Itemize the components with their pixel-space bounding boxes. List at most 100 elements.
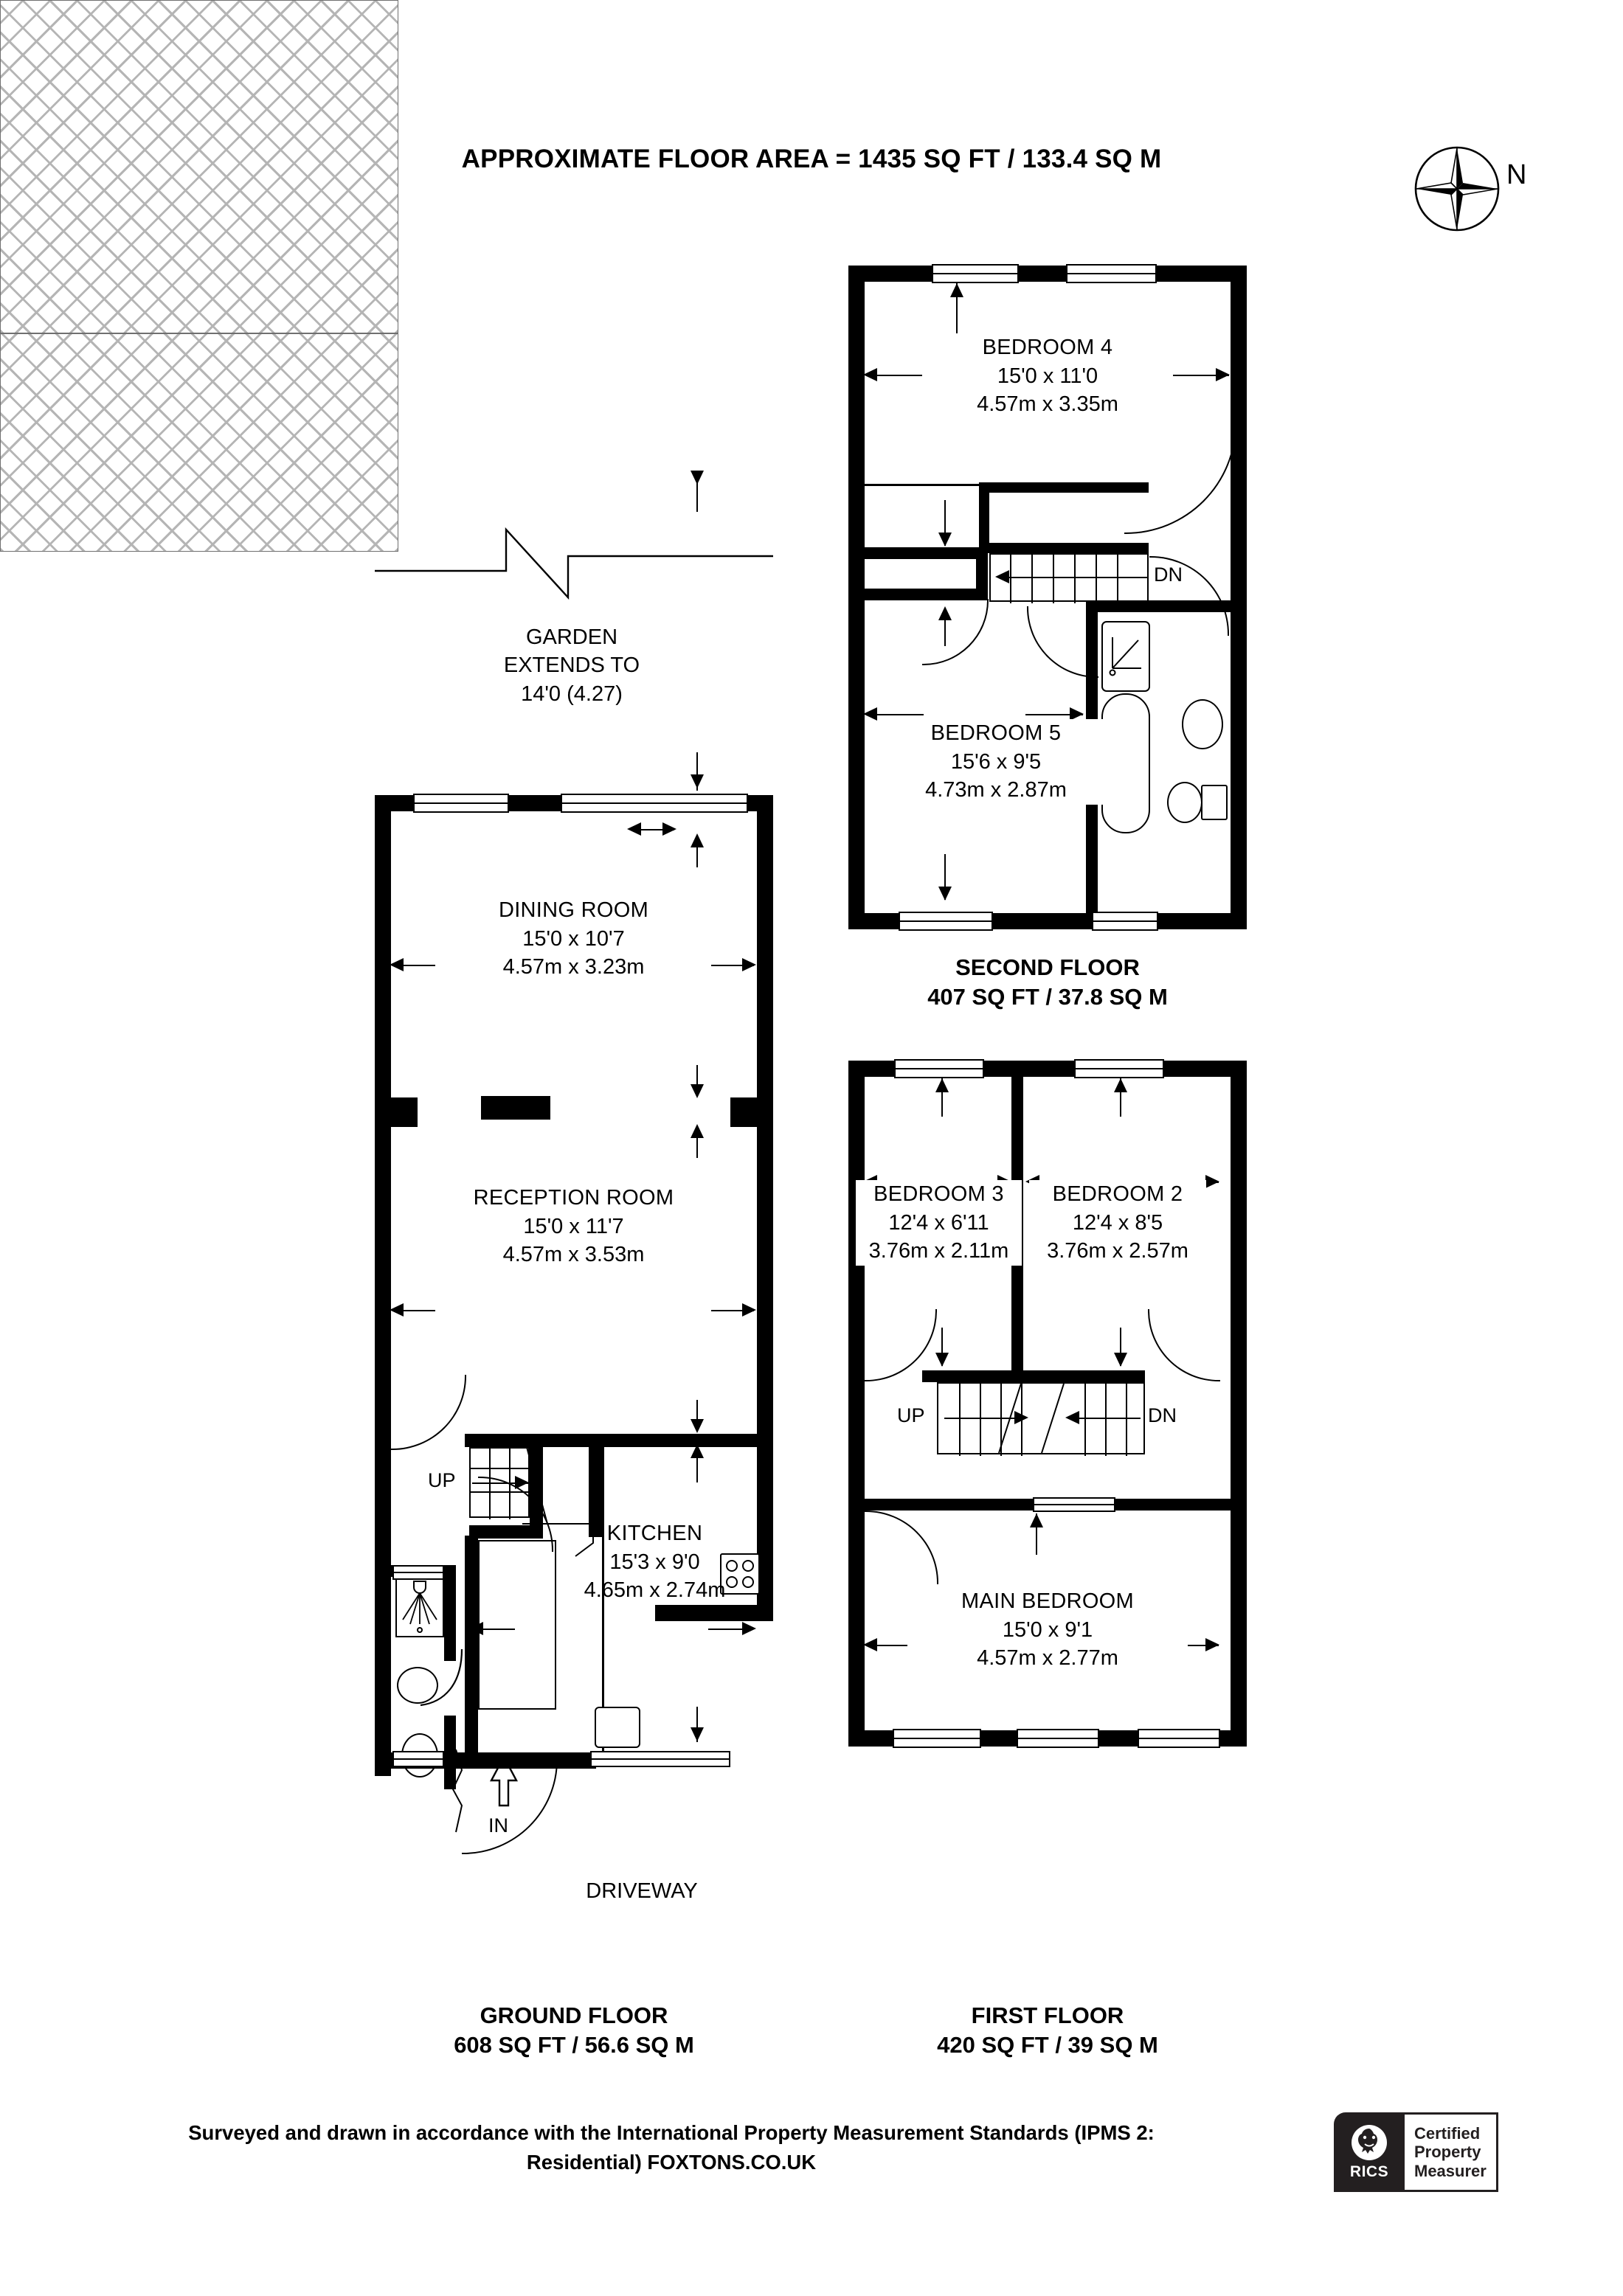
dimension-line (696, 1447, 698, 1482)
arrow-icon (1114, 1078, 1127, 1092)
window (899, 912, 993, 931)
basin-fixture (1182, 699, 1223, 749)
dimension-line (631, 829, 674, 830)
floor-name: GROUND FLOOR (480, 2002, 668, 2028)
room-dims-imperial: 15'6 x 9'5 (950, 749, 1042, 774)
room-label-dining-room: DINING ROOM 15'0 x 10'7 4.57m x 3.23m (443, 896, 705, 982)
room-dims-imperial: 12'4 x 6'11 (888, 1210, 989, 1235)
second-floor-caption: SECOND FLOOR 407 SQ FT / 37.8 SQ M (848, 953, 1247, 1013)
basin-fixture (397, 1667, 438, 1704)
arrow-icon (390, 1303, 404, 1317)
stair-direction (1000, 577, 1147, 578)
stairs-up-label: UP (897, 1404, 925, 1426)
window (1017, 1729, 1099, 1748)
arrow-icon (995, 570, 1009, 583)
dimension-line (392, 965, 435, 966)
wall (1023, 1370, 1145, 1382)
patio-door (561, 794, 748, 813)
floor-name: FIRST FLOOR (971, 2002, 1124, 2028)
arrow-icon (515, 1476, 529, 1489)
arrow-icon (691, 471, 704, 485)
dimension-line (866, 375, 924, 376)
wall (976, 547, 988, 600)
dimension-line (696, 475, 698, 512)
arrow-icon (390, 958, 404, 971)
window (392, 1565, 444, 1580)
room-label-reception-room: RECEPTION ROOM 15'0 x 11'7 4.57m x 3.53m (435, 1184, 712, 1269)
floor-area: 608 SQ FT / 56.6 SQ M (454, 2032, 694, 2059)
dimension-line (696, 752, 698, 791)
rics-badge-text: Certified Property Measurer (1405, 2112, 1498, 2192)
room-dims-metric: 4.57m x 2.77m (977, 1646, 1118, 1671)
arrow-icon (691, 833, 704, 847)
wall (848, 266, 865, 929)
door-swing-icon (391, 1375, 466, 1450)
room-dims-imperial: 15'0 x 10'7 (522, 926, 625, 951)
wall (865, 547, 986, 559)
room-name: DINING ROOM (498, 898, 649, 922)
arrow-icon (935, 1353, 949, 1367)
arrow-icon (1065, 1411, 1079, 1424)
dimension-line (708, 1629, 752, 1630)
window (1066, 264, 1157, 283)
footer-line-2: Residential) FOXTONS.CO.UK (526, 2150, 817, 2174)
garden-boundary-line (375, 527, 773, 600)
chimney-breast (481, 1096, 550, 1120)
arrow-icon (662, 822, 676, 836)
window (1092, 912, 1158, 931)
entrance-label: IN (488, 1814, 508, 1837)
room-label-main-bedroom: MAIN BEDROOM 15'0 x 9'1 4.57m x 2.77m (907, 1587, 1188, 1673)
room-label-bedroom-2: BEDROOM 2 12'4 x 8'5 3.76m x 2.57m (1029, 1180, 1206, 1266)
dimension-line (866, 714, 924, 715)
first-floor-caption: FIRST FLOOR 420 SQ FT / 39 SQ M (848, 2001, 1247, 2061)
dimension-line (944, 854, 946, 900)
room-dims-metric: 4.57m x 3.53m (502, 1243, 645, 1267)
door-swing-icon (922, 599, 989, 665)
dimension-line (941, 1328, 943, 1366)
dimension-line (944, 609, 946, 646)
window (1033, 1497, 1115, 1512)
room-dims-imperial: 15'0 x 11'0 (997, 364, 1098, 388)
window (413, 794, 509, 813)
wall (589, 1447, 602, 1537)
toilet-fixture (1167, 782, 1202, 823)
dimension-line (1120, 1328, 1121, 1366)
room-name: RECEPTION ROOM (473, 1186, 674, 1210)
arrow-icon (1205, 1638, 1219, 1651)
wall (465, 1536, 478, 1752)
room-name: KITCHEN (606, 1522, 703, 1545)
window (392, 1751, 444, 1767)
door-swing-icon (1149, 556, 1229, 636)
chimney-breast (391, 1097, 418, 1127)
arrow-icon (935, 1078, 949, 1092)
page-title: APPROXIMATE FLOOR AREA = 1435 SQ FT / 13… (461, 145, 1162, 173)
dimension-line (866, 1645, 912, 1646)
wall (1231, 1061, 1247, 1747)
floor-area: 420 SQ FT / 39 SQ M (937, 2032, 1158, 2059)
arrow-icon (938, 887, 952, 901)
stairs-up-label: UP (428, 1469, 456, 1491)
dimension-line (696, 1127, 698, 1158)
wall (848, 1061, 865, 1747)
dimension-line (941, 1078, 943, 1117)
dimension-line (696, 1400, 698, 1431)
dimension-line (696, 836, 698, 867)
dimension-line (474, 1629, 515, 1630)
room-dims-imperial: 12'4 x 8'5 (1072, 1210, 1163, 1235)
room-label-bedroom-4: BEDROOM 4 15'0 x 11'0 4.57m x 3.35m (922, 333, 1173, 419)
arrow-icon (1070, 707, 1084, 721)
dimension-line (1036, 1513, 1037, 1555)
arrow-icon (691, 1124, 704, 1138)
floor-area: 407 SQ FT / 37.8 SQ M (927, 984, 1168, 1010)
arrow-icon (742, 1622, 756, 1635)
wall (1231, 266, 1247, 929)
room-dims-metric: 3.76m x 2.11m (868, 1239, 1009, 1263)
arrow-icon (950, 283, 963, 297)
wall (865, 484, 979, 486)
window (1138, 1729, 1220, 1748)
arrow-icon (1205, 1175, 1219, 1188)
dimension-line (956, 283, 958, 341)
arrow-icon (742, 958, 756, 971)
window (893, 1729, 981, 1748)
arrow-icon (691, 1419, 704, 1433)
